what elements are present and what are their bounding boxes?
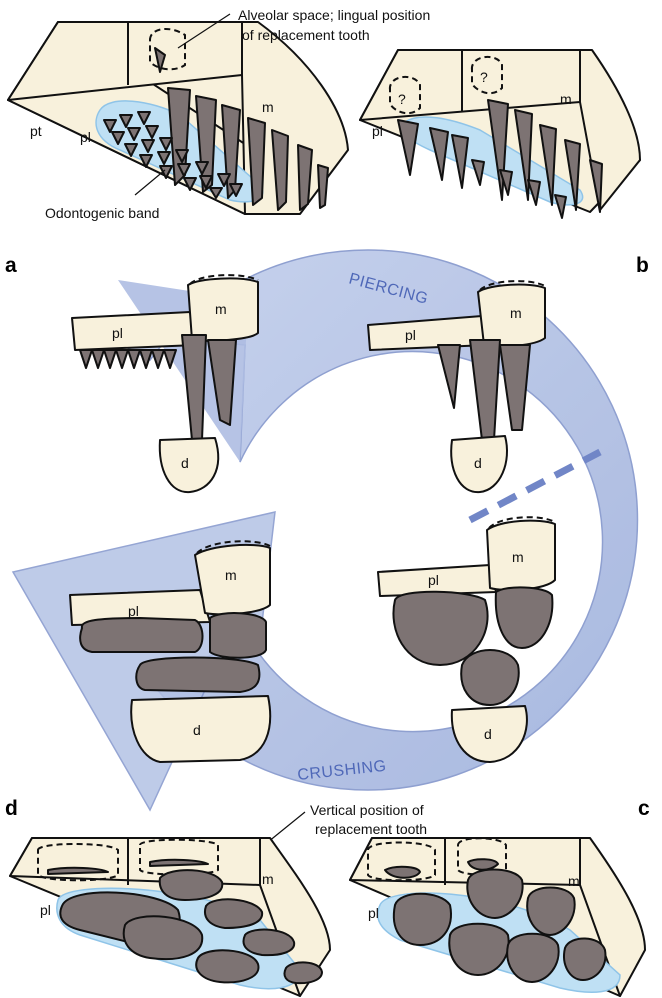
panel-label-b: b [636,254,649,277]
jaw-block-a: pt pl m [8,14,348,214]
label-m-c: m [568,873,580,889]
label-m-b: m [560,91,572,107]
label-m-d: m [262,871,274,887]
label-pl-pierce-a: pl [112,325,123,341]
label-pl-b: pl [372,123,383,139]
label-d-pierce-b: d [474,455,482,471]
label-pl-a: pl [80,129,91,145]
label-m-crush-c: m [512,549,524,565]
label-m-pierce-b: m [510,305,522,321]
label-m-pierce-a: m [215,301,227,317]
label-pt-a: pt [30,123,42,139]
label-m-a: m [262,99,274,115]
label-d-pierce-a: d [181,455,189,471]
jaw-block-c: pl m [350,838,645,996]
palatal-teeth-a [80,350,176,368]
jaw-block-d: pl m [10,838,330,996]
jaw-block-b: ? ? pl m [360,50,640,218]
vertical-annotation-line1: Vertical position of [310,802,424,818]
alveolar-annotation-line1: Alveolar space; lingual position [238,7,430,23]
question-mark-b1: ? [398,91,406,107]
label-pl-pierce-b: pl [405,327,416,343]
label-pl-c: pl [368,905,379,921]
alveolar-annotation-line2: of replacement tooth [242,27,370,43]
panel-label-c: c [638,797,650,820]
question-mark-b2: ? [480,69,488,85]
label-pl-crush-d: pl [128,603,139,619]
panel-label-d: d [5,797,18,820]
panel-label-a: a [5,254,17,277]
vertical-annotation-line2: replacement tooth [315,821,427,837]
label-pl-d: pl [40,902,51,918]
label-d-crush-c: d [484,726,492,742]
odontogenic-annotation: Odontogenic band [45,205,159,221]
label-pl-crush-c: pl [428,572,439,588]
label-m-crush-d: m [225,567,237,583]
label-d-crush-d: d [193,722,201,738]
